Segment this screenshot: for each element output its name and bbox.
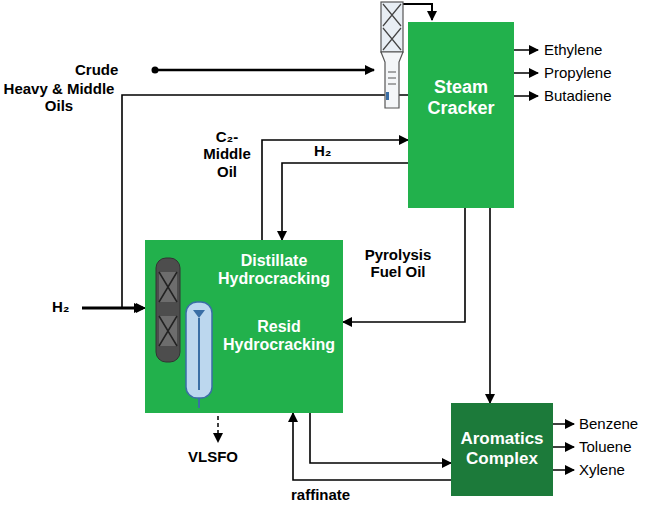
stream-label: Pyrolysis Fuel Oil bbox=[352, 246, 444, 281]
stream-label: Heavy & Middle Oils bbox=[0, 80, 118, 115]
crude-line bbox=[155, 69, 374, 72]
stream-label: H₂ bbox=[314, 142, 332, 159]
stream-connector bbox=[282, 163, 408, 240]
process-box: Aromatics Complex bbox=[451, 403, 553, 496]
stream-label: H₂ bbox=[52, 298, 70, 315]
stream-label: Butadiene bbox=[544, 87, 612, 104]
stream-label: Xylene bbox=[579, 461, 625, 478]
process-box: Distillate HydrocrackingResid Hydrocrack… bbox=[145, 240, 343, 413]
process-box: Steam Cracker bbox=[408, 22, 514, 208]
stream-label: raffinate bbox=[291, 486, 350, 503]
box-label: Distillate Hydrocracking bbox=[207, 252, 341, 289]
stream-connector bbox=[489, 208, 491, 403]
stream-connector bbox=[293, 413, 451, 480]
box-label: Resid Hydrocracking bbox=[217, 318, 341, 355]
column-icon bbox=[377, 0, 407, 114]
stream-connector bbox=[310, 413, 451, 463]
stream-label: Benzene bbox=[579, 415, 638, 432]
vlsfo-line bbox=[217, 416, 219, 442]
stream-connector bbox=[262, 140, 408, 240]
box-label: Aromatics Complex bbox=[451, 429, 553, 468]
stream-connector bbox=[122, 95, 408, 308]
stream-label: Propylene bbox=[544, 64, 612, 81]
stream-label: Crude bbox=[75, 61, 118, 78]
stream-label: C₂-Middle Oil bbox=[196, 128, 258, 180]
stream-label: Toluene bbox=[579, 438, 632, 455]
box-label: Steam Cracker bbox=[408, 77, 514, 118]
stream-connector bbox=[343, 208, 465, 322]
stream-label: Ethylene bbox=[544, 41, 602, 58]
stream-label: VLSFO bbox=[188, 448, 238, 465]
